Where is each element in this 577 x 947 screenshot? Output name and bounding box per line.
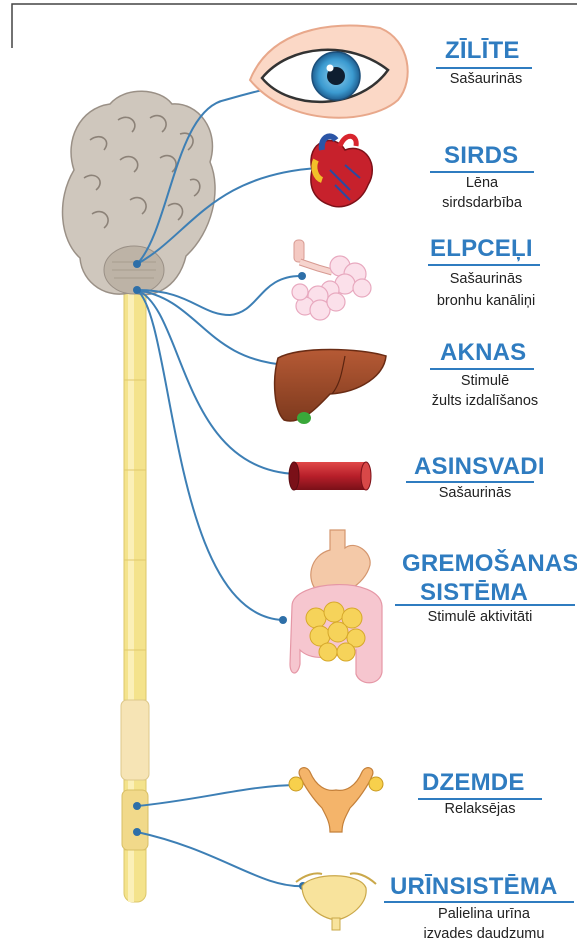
organ-desc: sirdsdarbība [420, 194, 544, 212]
organ-desc: Relaksējas [430, 800, 530, 818]
liver-icon [275, 350, 386, 425]
organ-title: ZĪLĪTE [445, 38, 520, 64]
organ-desc: bronhu kanāliņi [406, 292, 566, 310]
heart-icon [311, 136, 372, 207]
lungs-icon [292, 240, 371, 320]
organ-desc: Stimulē [410, 372, 560, 390]
organ-desc: Stimulē aktivitāti [400, 608, 560, 626]
organ-title: GREMOŠANAS [402, 551, 577, 577]
organ-title: ASINSVADI [414, 454, 545, 480]
title-underline [384, 901, 574, 903]
title-underline [430, 171, 534, 173]
organ-desc: Sašaurinās [436, 70, 536, 88]
organ-title: SISTĒMA [420, 580, 528, 606]
blood-vessel-icon [289, 462, 371, 490]
organ-desc: izvades daudzumu [404, 925, 564, 943]
organ-title: SIRDS [444, 143, 518, 169]
digestive-system-icon [290, 530, 382, 683]
bladder-icon [296, 873, 376, 930]
title-underline [430, 368, 534, 370]
organ-title: ELPCEĻI [430, 236, 533, 262]
organ-title: AKNAS [440, 340, 526, 366]
title-underline [436, 67, 532, 69]
title-underline [406, 481, 534, 483]
organ-desc: Palielina urīna [404, 905, 564, 923]
uterus-icon [289, 768, 383, 832]
title-underline [395, 604, 575, 606]
organ-title: URĪNSISTĒMA [390, 874, 558, 900]
organ-desc: žults izdalīšanos [410, 392, 560, 410]
organ-desc: Sašaurinās [406, 270, 566, 288]
organ-desc: Lēna [420, 174, 544, 192]
eye-icon [250, 26, 408, 118]
organ-desc: Sašaurinās [420, 484, 530, 502]
organ-title: DZEMDE [422, 770, 525, 796]
title-underline [428, 264, 540, 266]
